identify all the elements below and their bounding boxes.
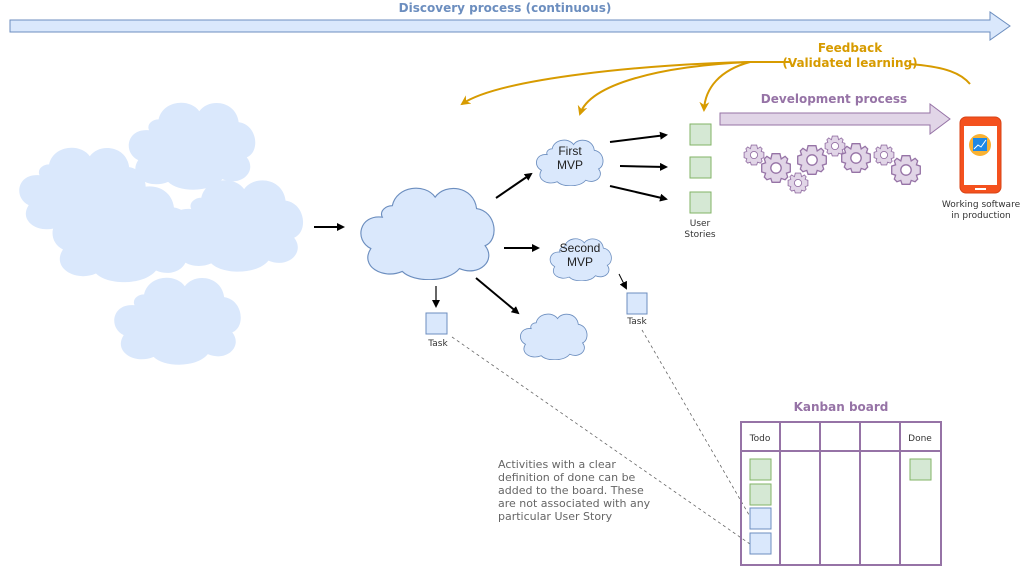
note-line: definition of done can be bbox=[498, 471, 636, 484]
feedback-label-line1: Feedback bbox=[818, 41, 883, 55]
development-process-arrow bbox=[719, 103, 951, 135]
first-mvp-label-line2: MVP bbox=[557, 158, 583, 172]
second-mvp-label-line2: MVP bbox=[567, 255, 593, 269]
arrow-to-story-2 bbox=[619, 162, 668, 171]
arrow-to-task-2 bbox=[618, 273, 627, 290]
task-label: Task bbox=[626, 317, 647, 327]
note-line: particular User Story bbox=[498, 510, 613, 523]
kanban-card-done[interactable] bbox=[909, 458, 932, 481]
development-process-label: Development process bbox=[761, 92, 907, 106]
kanban-card-task[interactable] bbox=[749, 507, 772, 530]
discovery-process-arrow bbox=[9, 11, 1011, 41]
second-mvp-label-line1: Second bbox=[560, 241, 601, 255]
production-label-line1: Working software bbox=[942, 200, 1021, 210]
kanban-card-user-story[interactable] bbox=[749, 458, 772, 481]
note-text: Activities with a clear definition of do… bbox=[498, 458, 651, 523]
kanban-card-user-story[interactable] bbox=[749, 483, 772, 506]
arrow-to-story-1 bbox=[609, 131, 668, 143]
gears-icon bbox=[743, 135, 921, 194]
arrow-to-story-3 bbox=[609, 185, 668, 202]
epic-cloud[interactable] bbox=[360, 187, 495, 280]
feedback-arrows bbox=[460, 60, 971, 116]
user-story-card[interactable] bbox=[689, 123, 712, 146]
discovery-process-label: Discovery process (continuous) bbox=[399, 1, 612, 15]
feedback-label-line2: (Validated learning) bbox=[782, 56, 917, 70]
production-label-line2: in production bbox=[951, 211, 1010, 221]
task-label: Task bbox=[427, 339, 448, 349]
kanban-title: Kanban board bbox=[794, 400, 889, 414]
kanban-board bbox=[740, 421, 942, 566]
dashed-link-task-2 bbox=[641, 329, 753, 521]
user-stories-label-line1: User bbox=[690, 219, 711, 229]
note-line: are not associated with any bbox=[498, 497, 651, 510]
user-story-card[interactable] bbox=[689, 156, 712, 179]
feedback-label-bg bbox=[790, 56, 910, 70]
dashed-link-task-1 bbox=[451, 336, 751, 545]
kanban-card-task[interactable] bbox=[749, 532, 772, 555]
user-stories-label-line2: Stories bbox=[684, 230, 715, 240]
note-line: added to the board. These bbox=[498, 484, 644, 497]
task-card[interactable] bbox=[425, 312, 448, 335]
first-mvp-label-line1: First bbox=[558, 144, 582, 158]
kanban-column-todo: Todo bbox=[749, 434, 771, 444]
task-card[interactable] bbox=[626, 292, 648, 315]
smartphone-icon bbox=[959, 116, 1002, 194]
kanban-column-done: Done bbox=[908, 434, 932, 444]
idea-clouds-cluster bbox=[19, 102, 304, 365]
user-story-card[interactable] bbox=[689, 191, 712, 214]
note-line: Activities with a clear bbox=[498, 458, 616, 471]
future-mvp-cloud[interactable] bbox=[519, 313, 588, 360]
arrow-to-third-cloud bbox=[475, 277, 520, 315]
arrow-to-first-mvp bbox=[495, 172, 533, 199]
